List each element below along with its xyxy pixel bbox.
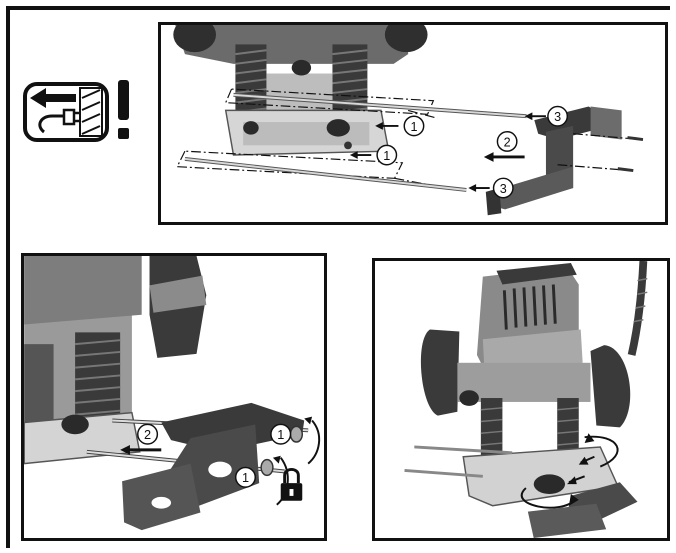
step2-callout: 2 [120,423,162,455]
lock-icon [280,468,303,501]
step1-callout-lower: 1 [234,466,257,488]
step2-label: 2 [144,427,151,442]
step3-label-lower: 3 [500,182,507,196]
step2-label: 2 [504,135,511,149]
unplug-warning-icon [23,80,129,142]
step1-callout-lower: 1 [349,144,398,166]
panel-remove-guide: 1 1 2 3 3 [158,22,668,225]
step1-callout-upper: 1 [375,115,425,137]
step1-label-upper: 1 [410,120,417,134]
assembled-router-illustration [375,261,667,538]
step1-label-lower: 1 [383,149,390,163]
step1-callout-upper: 1 [270,423,292,445]
panel-assembled-router [372,258,670,541]
step3-callout-upper: 3 [524,105,569,127]
step3-callout-lower: 3 [468,177,514,199]
step3-label-upper: 3 [554,110,561,124]
frame-top-border [6,6,670,10]
insert-guide-illustration: 2 1 1 [24,256,324,538]
frame-left-border [6,6,10,548]
panel-insert-guide: 2 1 1 [21,253,327,541]
step2-callout: 2 [483,131,525,162]
remove-guide-illustration: 1 1 2 3 3 [165,25,661,222]
step1-label-upper: 1 [277,427,284,442]
step1-label-lower: 1 [242,470,249,485]
